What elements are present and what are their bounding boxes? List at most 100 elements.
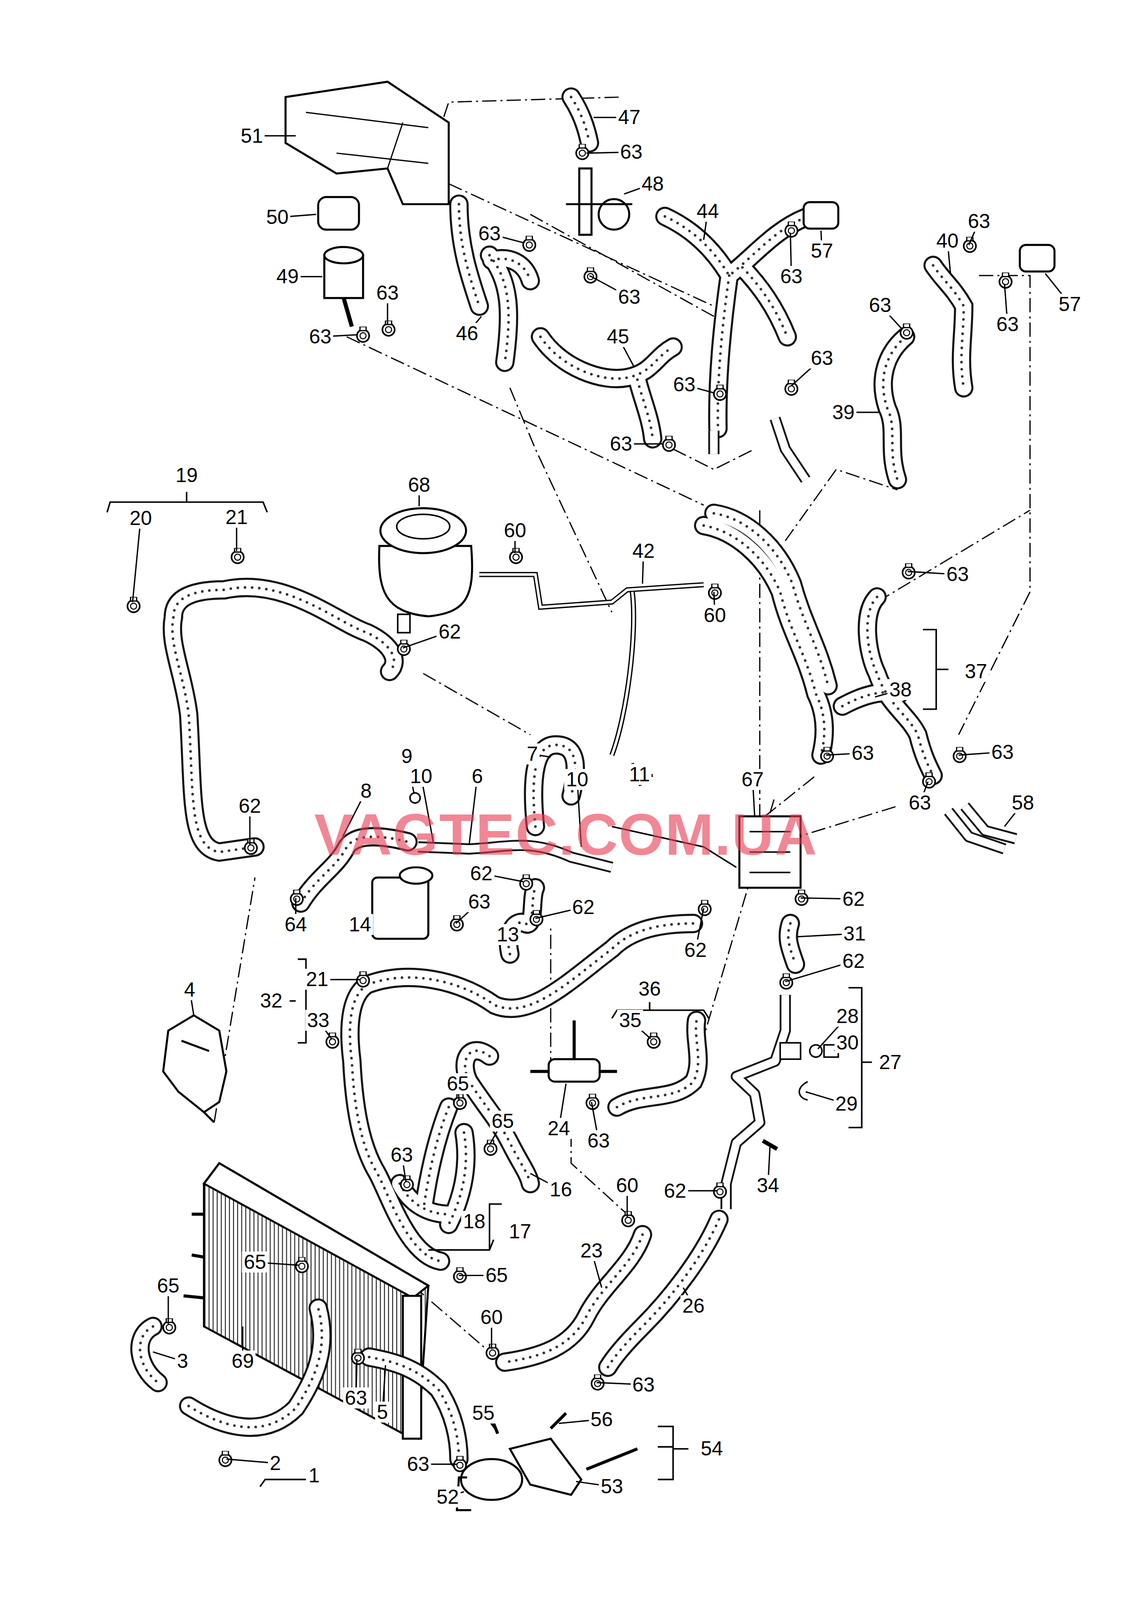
callout-number: 63 [616, 286, 643, 308]
callout-number: 8 [358, 780, 374, 802]
callout-number: 37 [962, 660, 989, 682]
callout-number: 63 [966, 210, 993, 232]
callout-number: 55 [470, 1401, 497, 1423]
callout-number: 65 [155, 1274, 182, 1296]
callout-number: 28 [834, 1005, 861, 1027]
callout-number: 50 [264, 206, 291, 228]
callout-number: 49 [274, 265, 301, 287]
callout-number: 35 [617, 1009, 644, 1031]
callout-number: 2 [268, 1452, 283, 1474]
callout-number: 56 [588, 1408, 615, 1430]
callout-number: 62 [840, 950, 867, 972]
callout-number: 26 [680, 1294, 707, 1316]
callout-number: 63 [944, 563, 971, 585]
callout-number: 20 [127, 507, 154, 529]
callout-number: 16 [547, 1178, 574, 1200]
callout-number: 60 [478, 1306, 505, 1328]
callout-number: 54 [698, 1437, 725, 1459]
callout-number: 32 [258, 989, 285, 1011]
callout-number: 40 [934, 230, 961, 252]
callout-number: 21 [223, 506, 250, 528]
callout-number: 18 [461, 1210, 488, 1232]
callout-number: 57 [808, 240, 835, 262]
callout-number: 6 [470, 765, 485, 787]
callout-number: 39 [830, 401, 857, 423]
callout-number: 63 [405, 1452, 432, 1474]
callout-number: 60 [501, 519, 528, 541]
callout-number: 30 [834, 1031, 861, 1053]
callout-number: 68 [406, 474, 433, 496]
watermark: VAGTEC.COM.UA [314, 805, 818, 864]
callout-number: 4 [182, 978, 197, 1000]
callout-number: 63 [388, 1143, 415, 1165]
callout-number: 63 [808, 347, 835, 369]
callout-number: 1 [306, 1464, 322, 1486]
callout-number: 60 [614, 1174, 641, 1196]
callout-number: 65 [444, 1072, 471, 1094]
callout-number: 58 [1009, 791, 1036, 813]
callout-number: 17 [506, 1220, 533, 1242]
callout-number: 63 [466, 890, 493, 912]
callout-number: 62 [237, 795, 264, 817]
callout-number: 9 [399, 745, 414, 767]
callout-number: 63 [476, 222, 503, 244]
callout-number: 7 [524, 743, 540, 765]
callout-number: 10 [564, 768, 591, 790]
callout-number: 34 [754, 1174, 781, 1196]
callout-number: 46 [454, 322, 481, 344]
callout-number: 62 [570, 896, 597, 918]
callout-number: 10 [408, 765, 435, 787]
callout-number: 62 [468, 862, 495, 884]
callout-number: 69 [229, 1349, 256, 1371]
callout-number: 3 [175, 1349, 190, 1371]
callout-number: 63 [374, 282, 401, 304]
callout-number: 19 [173, 464, 200, 486]
callout-number: 47 [616, 106, 643, 128]
callout-number: 53 [599, 1475, 626, 1497]
callout-number: 21 [304, 968, 331, 990]
callout-number: 14 [346, 913, 373, 935]
callout-number: 29 [833, 1092, 860, 1114]
callout-number: 62 [436, 620, 463, 642]
callout-number: 65 [489, 1110, 516, 1132]
callout-number: 45 [604, 325, 631, 347]
callout-number: 23 [578, 1239, 605, 1261]
callout-number: 63 [989, 741, 1016, 763]
callout-number: 63 [849, 742, 876, 764]
callout-number: 63 [867, 294, 894, 316]
callout-number: 13 [495, 923, 522, 945]
callout-number: 48 [639, 173, 666, 195]
callout-number: 42 [630, 540, 657, 562]
callout-number: 33 [304, 1009, 331, 1031]
callout-number: 63 [994, 313, 1021, 335]
callout-number: 57 [1056, 293, 1083, 315]
callout-number: 38 [887, 678, 914, 700]
callout-number: 27 [877, 1051, 904, 1073]
callout-number: 36 [636, 977, 663, 999]
callout-number: 64 [282, 913, 309, 935]
callout-number: 51 [238, 125, 265, 147]
callout-number: 65 [483, 1264, 510, 1286]
callout-number: 60 [702, 604, 729, 626]
callout-number: 63 [307, 325, 334, 347]
callout-number: 52 [434, 1485, 461, 1507]
callout-number: 63 [608, 433, 635, 455]
callout-number: 44 [694, 200, 721, 222]
callout-number: 62 [840, 888, 867, 910]
callout-number: 67 [739, 768, 766, 790]
callout-number: 24 [545, 1117, 572, 1139]
callout-number: 63 [618, 141, 645, 163]
callout-number: 5 [375, 1400, 390, 1422]
callout-number: 31 [841, 922, 868, 944]
callout-number: 63 [585, 1129, 612, 1151]
callout-number: 63 [342, 1386, 369, 1408]
callout-number: 62 [682, 939, 709, 961]
callout-number: 65 [242, 1250, 269, 1272]
callout-number: 11 [627, 763, 652, 785]
callout-number: 63 [630, 1373, 657, 1395]
callout-number: 63 [778, 265, 805, 287]
callout-number: 62 [661, 1179, 688, 1201]
callout-number: 63 [906, 791, 933, 813]
callout-number: 63 [671, 373, 698, 395]
